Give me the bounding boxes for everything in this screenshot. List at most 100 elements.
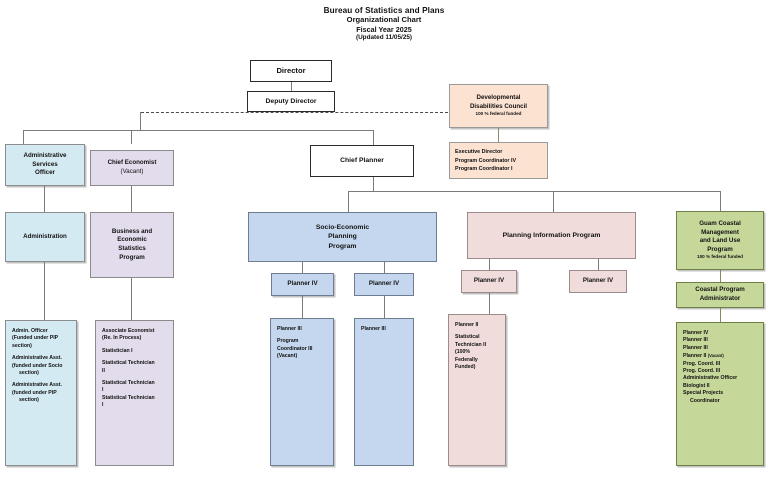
node-socio-staff-left-list[interactable]: Planner III Program Coordinator III (Vac… (270, 318, 334, 466)
gcmp-staff-item: Planner III (683, 344, 708, 351)
gcmp-line-1: Guam Coastal (699, 220, 741, 228)
node-chief-planner[interactable]: Chief Planner (310, 145, 414, 177)
connector-ce-besp (131, 186, 132, 212)
connector-pip-planner4-left (489, 259, 490, 270)
connector-bus-to-chief-economist (131, 130, 132, 144)
gcmp-staff-item: Planner IV (683, 330, 709, 336)
connector-director-deputy (291, 82, 292, 91)
admin-staff-item: Administrative Asst. (12, 355, 62, 362)
gcmp-line-4: Program (707, 245, 733, 253)
besp-staff-item: Statistical Technician (102, 394, 155, 401)
besp-staff-item: Statistical Technician (102, 360, 155, 367)
node-administration-staff-list[interactable]: Admin. Officer (Funded under PIP section… (5, 320, 77, 466)
connector-bus-to-pip (553, 191, 554, 212)
node-guam-coastal-management-program[interactable]: Guam Coastal Management and Land Use Pro… (676, 211, 764, 270)
administration-label: Administration (23, 232, 67, 240)
admin-staff-item: (Funded under PIP (12, 335, 59, 342)
coastal-admin-line-2: Administrator (699, 295, 741, 302)
socio-line-1: Socio-Economic (315, 223, 370, 231)
node-director-label: Director (276, 66, 306, 75)
aso-line-2: Services (32, 160, 58, 168)
connector-gcmp-admin (720, 270, 721, 282)
admin-staff-item: Administrative Asst. (12, 382, 62, 389)
title-line-1: Bureau of Statistics and Plans (323, 6, 445, 15)
socio-line-2: Planning (328, 233, 357, 241)
node-pip-staff-list[interactable]: Planner II Statistical Technician II (10… (448, 314, 506, 466)
node-socio-economic-planning-program[interactable]: Socio-Economic Planning Program (248, 212, 437, 262)
planner-iv-socio-left-label: Planner IV (287, 280, 318, 288)
node-ddc-staff[interactable]: Executive Director Program Coordinator I… (449, 142, 548, 179)
connector-bus-to-gcmp (720, 191, 721, 211)
besp-staff-item: Statistical Technician (102, 380, 155, 387)
ddc-label-line-2: Disabilities Council (469, 102, 528, 110)
gcmp-line-3: and Land Use (699, 237, 741, 245)
node-planner-iv-socio-right[interactable]: Planner IV (354, 273, 414, 296)
node-coastal-program-administrator[interactable]: Coastal Program Administrator (676, 282, 764, 308)
besp-staff-item: Statistician I (102, 347, 133, 354)
page-title: Bureau of Statistics and Plans Organizat… (0, 6, 768, 42)
pip-staff-item: Statistical (455, 334, 480, 341)
admin-staff-item: section) (19, 397, 39, 404)
gcmp-staff-item: Administrative Officer (683, 375, 738, 382)
socio-staff-right-item: Planner III (361, 326, 386, 332)
node-planner-iv-socio-left[interactable]: Planner IV (271, 273, 334, 296)
chief-economist-line-2: (Vacant) (120, 168, 144, 175)
ddc-funding-note: 100 % federal funded (475, 111, 522, 117)
connector-socio-planner4-left (302, 262, 303, 273)
besp-staff-item: I (102, 402, 104, 409)
socio-staff-left-item: (Vacant) (277, 353, 298, 360)
connector-pip-planner4-staff (489, 293, 490, 314)
connector-besp-staff (131, 278, 132, 320)
connector-top-bus (23, 130, 373, 131)
besp-staff-item: II (102, 367, 105, 374)
gcmp-staff-item-planner-ii: Planner II (Vacant) (683, 352, 724, 360)
pip-staff-item: Technician II (455, 341, 487, 348)
node-planning-information-program[interactable]: Planning Information Program (467, 212, 636, 259)
coastal-admin-line-1: Coastal Program (695, 286, 745, 294)
besp-line-1: Business and (111, 227, 153, 235)
node-business-economic-statistics-program[interactable]: Business and Economic Statistics Program (90, 212, 174, 278)
gcmp-planner-ii-label: Planner II (683, 353, 707, 360)
connector-bus-to-aso (23, 130, 24, 144)
admin-staff-item: section) (19, 370, 39, 377)
node-gcmp-staff-list[interactable]: Planner IV Planner III Planner III Plann… (676, 322, 764, 466)
node-planner-iv-pip-left[interactable]: Planner IV (461, 270, 517, 293)
node-developmental-disabilities-council[interactable]: Developmental Disabilities Council 100 %… (449, 84, 548, 128)
node-socio-staff-right-list[interactable]: Planner III (354, 318, 414, 466)
node-chief-economist[interactable]: Chief Economist (Vacant) (90, 150, 174, 186)
gcmp-line-2: Management (701, 228, 739, 236)
node-planner-iv-pip-right[interactable]: Planner IV (569, 270, 627, 293)
node-director[interactable]: Director (250, 60, 332, 82)
node-administrative-services-officer[interactable]: Administrative Services Officer (5, 144, 85, 186)
connector-chief-planner-down (373, 177, 374, 191)
connector-pip-planner4-right (598, 259, 599, 270)
connector-admin-gcmp-staff (720, 308, 721, 322)
besp-line-3: Statistics (118, 245, 146, 252)
node-deputy-director-label: Deputy Director (265, 97, 317, 105)
admin-staff-item: section) (12, 342, 32, 349)
socio-line-3: Program (328, 242, 357, 250)
aso-line-3: Officer (35, 169, 55, 177)
admin-staff-item: Admin. Officer (12, 328, 48, 334)
node-deputy-director[interactable]: Deputy Director (247, 91, 335, 112)
connector-socio-planner4-right (384, 262, 385, 273)
socio-staff-left-item: Program (277, 338, 299, 345)
connector-deputy-down (140, 112, 141, 130)
gcmp-staff-item: Special Projects (683, 390, 724, 397)
node-besp-staff-list[interactable]: Associate Economist (Re. In Process) Sta… (95, 320, 174, 466)
gcmp-staff-item: Coordinator (690, 397, 720, 404)
node-administration[interactable]: Administration (5, 212, 85, 262)
ddc-label-line-1: Developmental (476, 94, 521, 102)
title-line-3: Fiscal Year 2025 (356, 24, 412, 34)
besp-staff-item: I (102, 387, 104, 394)
chief-economist-line-1: Chief Economist (107, 159, 157, 167)
connector-dashed-ddc (141, 112, 448, 113)
gcmp-staff-item: Prog. Coord. III (683, 368, 721, 375)
pip-label: Planning Information Program (502, 231, 601, 239)
besp-staff-item: Associate Economist (102, 328, 155, 334)
admin-staff-item: (funded under PIP (12, 389, 57, 396)
besp-line-4: Program (119, 253, 145, 261)
socio-staff-left-item: Coordinator III (277, 345, 313, 352)
pip-staff-item: Federally (455, 356, 478, 363)
